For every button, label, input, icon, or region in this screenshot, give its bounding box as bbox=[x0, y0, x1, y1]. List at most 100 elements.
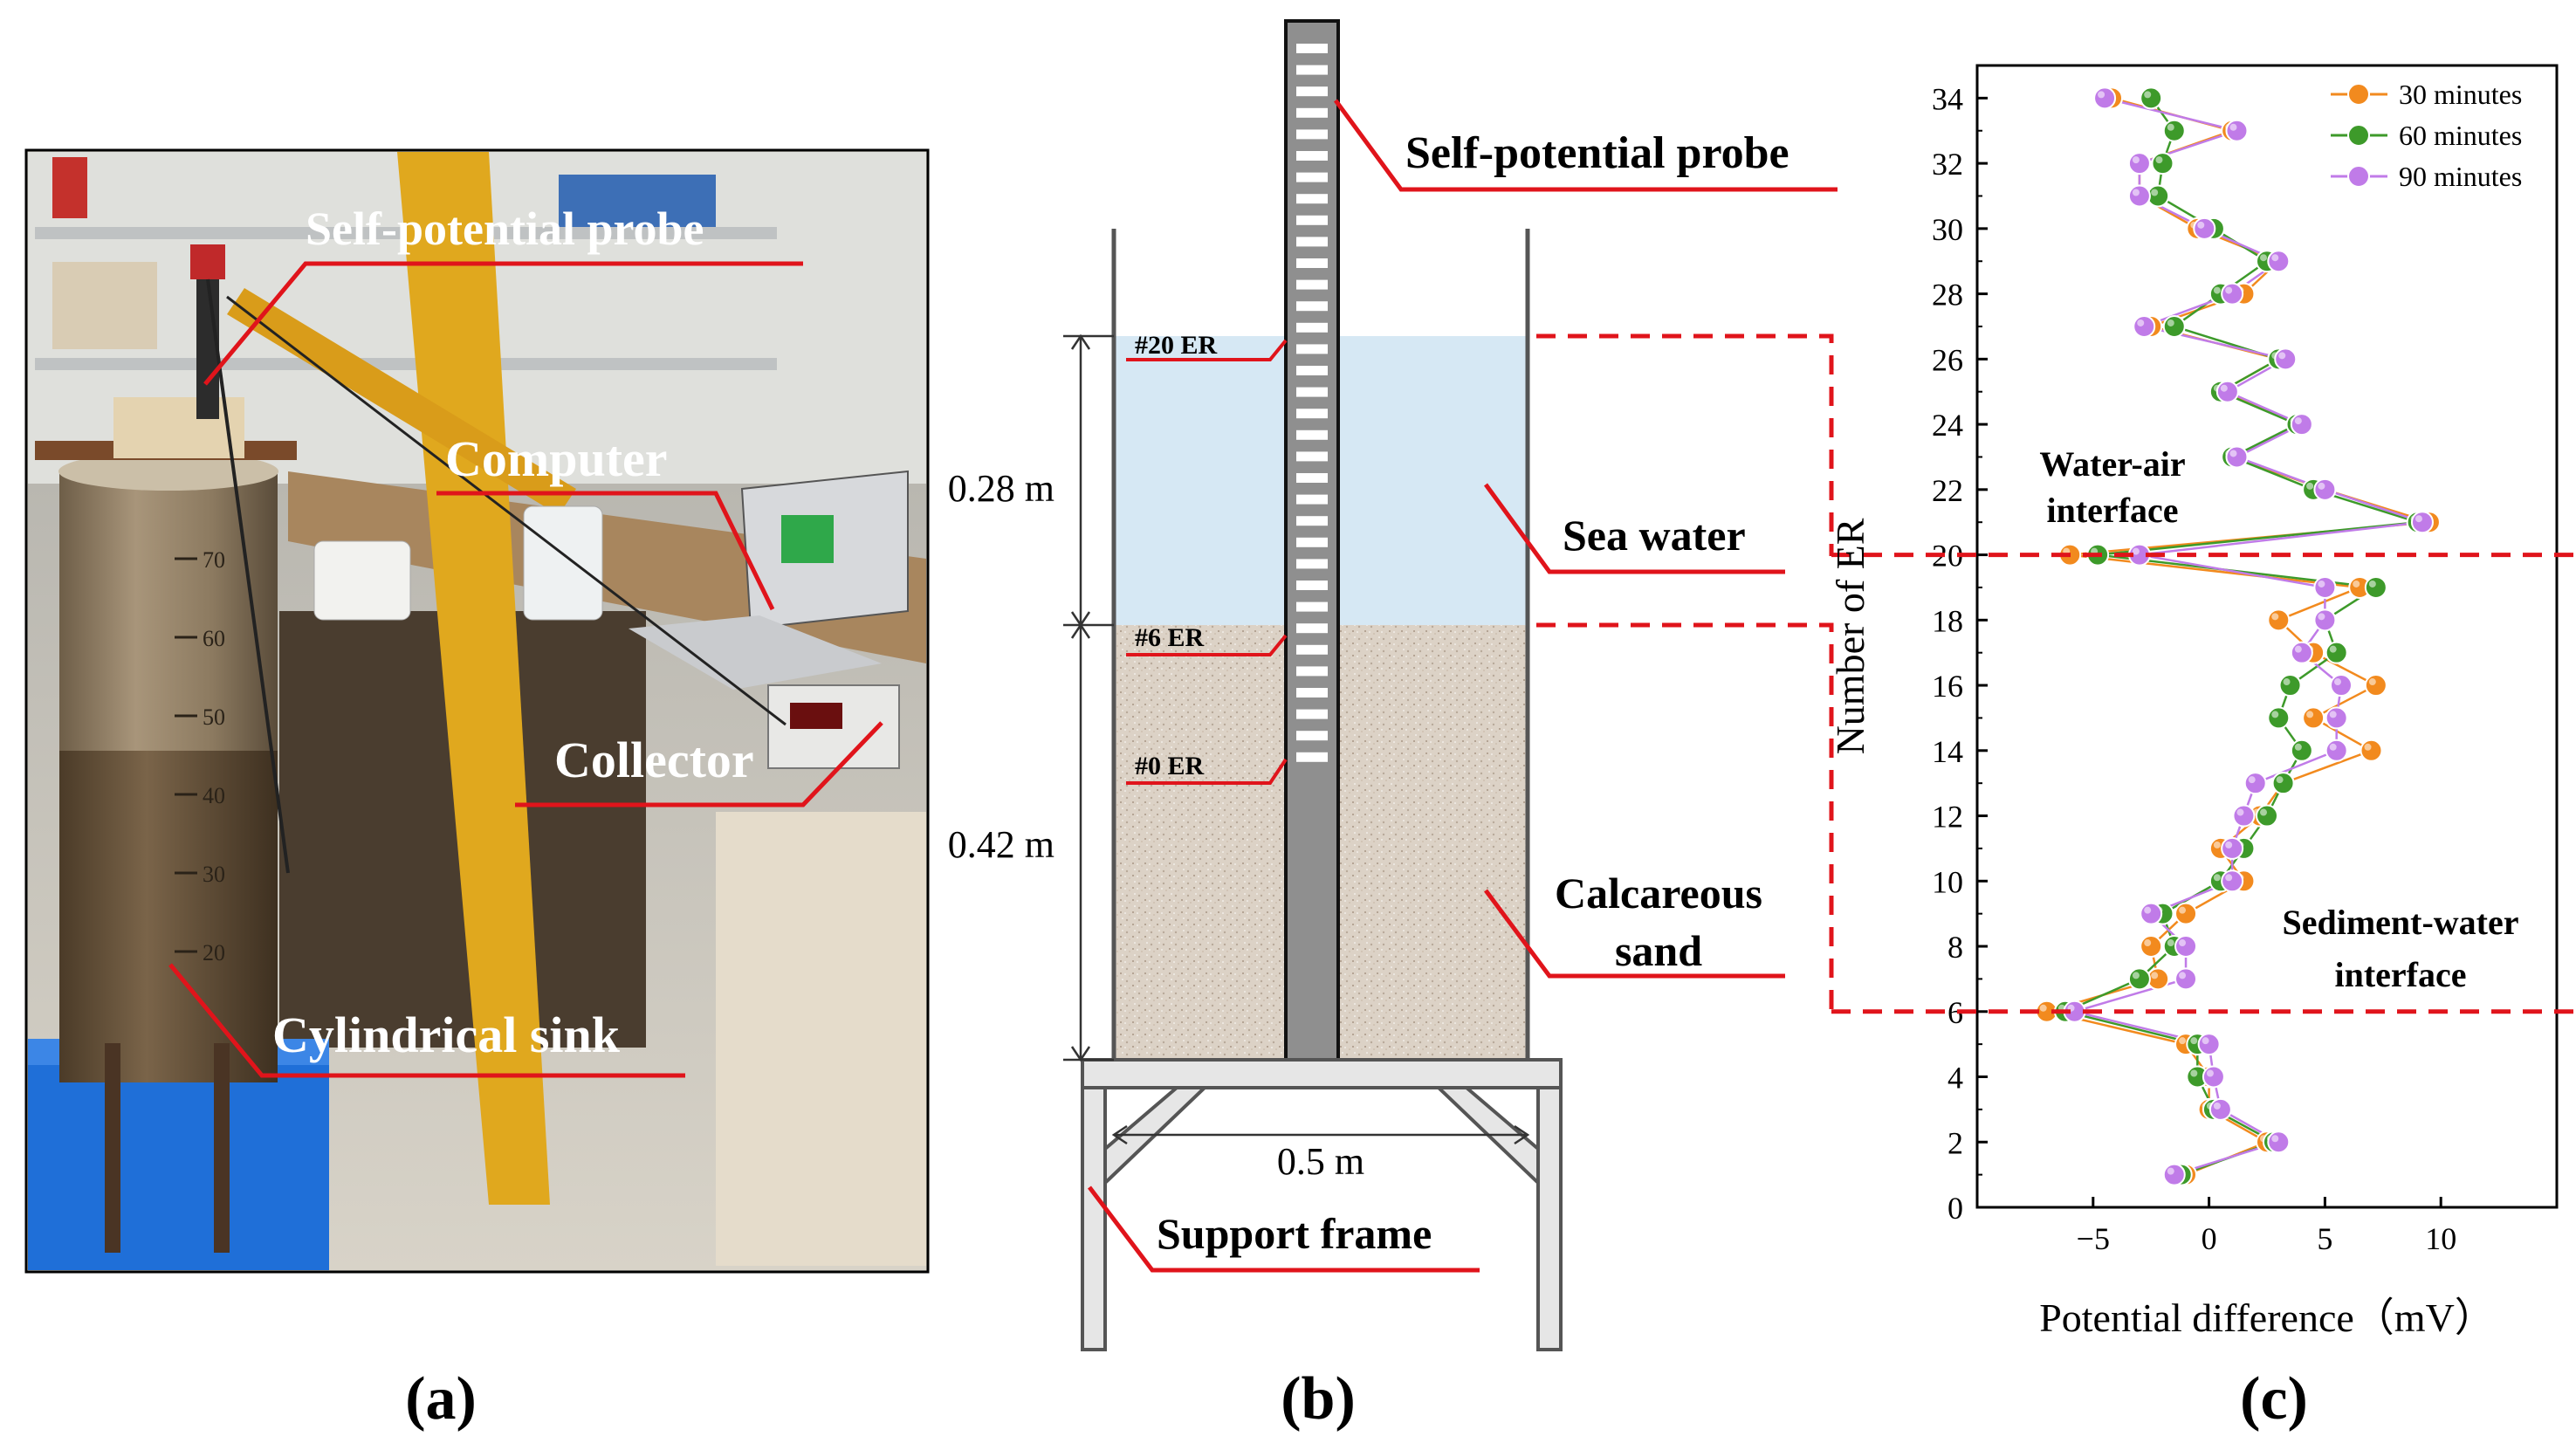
data-point bbox=[2202, 1065, 2225, 1089]
label-probe-a: Self-potential probe bbox=[306, 203, 704, 255]
dim-width-label: 0.5 m bbox=[1277, 1140, 1364, 1183]
data-point bbox=[2127, 967, 2151, 991]
label-er6: #6 ER bbox=[1135, 623, 1205, 652]
x-tick-label: 0 bbox=[2202, 1221, 2217, 1256]
data-point bbox=[2208, 1097, 2232, 1121]
data-point-highlight bbox=[2190, 1069, 2198, 1077]
leader-probe-a bbox=[203, 261, 803, 386]
label-calcareous-1: Calcareous bbox=[1555, 869, 1762, 917]
sink-scale-label: 60 bbox=[203, 626, 225, 651]
probe-ring bbox=[1296, 473, 1328, 483]
data-point bbox=[2197, 1033, 2221, 1056]
data-point bbox=[2325, 641, 2348, 664]
data-point bbox=[2232, 804, 2256, 828]
photo-cylinder-sediment bbox=[59, 751, 278, 1082]
annotation-sed-water-2: interface bbox=[2334, 955, 2466, 994]
data-point bbox=[2290, 641, 2313, 664]
data-point-highlight bbox=[2260, 808, 2267, 816]
series-line bbox=[2062, 97, 2419, 1176]
probe-ring bbox=[1296, 644, 1328, 655]
y-tick-label: 22 bbox=[1932, 473, 1963, 508]
y-tick-label: 2 bbox=[1947, 1125, 1963, 1160]
label-er0: #0 ER bbox=[1135, 752, 1205, 780]
data-point-highlight bbox=[2294, 743, 2302, 751]
photo-stand-leg bbox=[105, 1043, 120, 1253]
data-point bbox=[2329, 674, 2353, 697]
data-point bbox=[2256, 804, 2278, 828]
data-point-highlight bbox=[2318, 482, 2325, 490]
data-point bbox=[2151, 152, 2174, 175]
series-points bbox=[2035, 86, 2441, 1186]
data-point-highlight bbox=[2132, 189, 2140, 196]
data-point-highlight bbox=[2329, 711, 2337, 718]
probe-ring bbox=[1296, 279, 1328, 290]
data-point bbox=[2225, 445, 2249, 469]
data-point-highlight bbox=[2271, 254, 2279, 262]
support-leg-right bbox=[1536, 1086, 1563, 1351]
data-point-highlight bbox=[2167, 1167, 2174, 1175]
data-point bbox=[2364, 674, 2387, 697]
photo-probe-cap bbox=[190, 244, 225, 279]
data-point-highlight bbox=[2132, 547, 2140, 555]
y-tick-label: 14 bbox=[1932, 734, 1963, 769]
leader-support bbox=[1088, 1185, 1480, 1273]
dim-water-label: 0.28 m bbox=[948, 467, 1054, 510]
data-point-highlight bbox=[2167, 939, 2174, 947]
data-point-highlight bbox=[2415, 515, 2422, 523]
leader-sea-water bbox=[1483, 483, 1785, 574]
data-point bbox=[2267, 250, 2291, 273]
data-point-highlight bbox=[2306, 482, 2314, 490]
leader-sink bbox=[168, 963, 685, 1078]
data-point-highlight bbox=[2276, 776, 2284, 784]
annotation-water-air-2: interface bbox=[2046, 491, 2178, 530]
y-tick-label: 26 bbox=[1932, 342, 1963, 377]
panel-b-schematic: 0.28 m 0.42 m 0.5 m #20 ER #6 ER #0 ER S… bbox=[948, 19, 1838, 1351]
y-tick-label: 34 bbox=[1932, 81, 1963, 116]
data-point-highlight bbox=[2248, 776, 2256, 784]
probe-ring bbox=[1296, 731, 1328, 741]
probe-ring bbox=[1296, 601, 1328, 612]
data-point bbox=[2313, 608, 2337, 632]
data-point bbox=[2325, 706, 2348, 730]
data-point bbox=[2193, 216, 2216, 240]
leader-sand bbox=[1483, 889, 1785, 979]
support-leg-left bbox=[1081, 1086, 1107, 1351]
photo-bottle bbox=[313, 540, 411, 621]
y-tick-label: 24 bbox=[1932, 408, 1963, 443]
data-point-highlight bbox=[2144, 91, 2152, 99]
caption-a: (a) bbox=[405, 1365, 477, 1433]
data-point-highlight bbox=[2190, 1037, 2198, 1045]
leader-collector bbox=[515, 721, 883, 807]
data-point-highlight bbox=[2202, 1037, 2209, 1045]
probe-ring bbox=[1296, 752, 1328, 762]
data-point-highlight bbox=[2098, 91, 2105, 99]
legend-label: 30 minutes bbox=[2399, 79, 2522, 110]
data-point-highlight bbox=[2220, 384, 2228, 392]
data-point-highlight bbox=[2329, 743, 2337, 751]
data-point bbox=[2267, 1130, 2291, 1154]
probe-ring bbox=[1296, 429, 1328, 440]
data-point bbox=[2313, 575, 2337, 599]
data-point-highlight bbox=[2225, 841, 2233, 849]
data-point-highlight bbox=[2225, 874, 2233, 882]
plot-area bbox=[1975, 64, 2559, 1209]
y-tick-label: 8 bbox=[1947, 930, 1963, 965]
data-point-highlight bbox=[2179, 906, 2187, 914]
data-point-highlight bbox=[2213, 1102, 2221, 1110]
legend-label: 60 minutes bbox=[2399, 120, 2522, 151]
data-point-highlight bbox=[2206, 1069, 2214, 1077]
data-point-highlight bbox=[2197, 221, 2205, 229]
probe-ring bbox=[1296, 215, 1328, 225]
y-tick-label: 12 bbox=[1932, 800, 1963, 835]
data-point-highlight bbox=[2229, 450, 2237, 457]
y-tick-label: 4 bbox=[1947, 1061, 1963, 1096]
data-point-highlight bbox=[2167, 319, 2174, 326]
x-tick-label: 10 bbox=[2425, 1221, 2456, 1256]
data-point bbox=[2290, 739, 2313, 762]
data-point bbox=[2127, 152, 2151, 175]
sink-scale-label: 20 bbox=[203, 940, 225, 965]
